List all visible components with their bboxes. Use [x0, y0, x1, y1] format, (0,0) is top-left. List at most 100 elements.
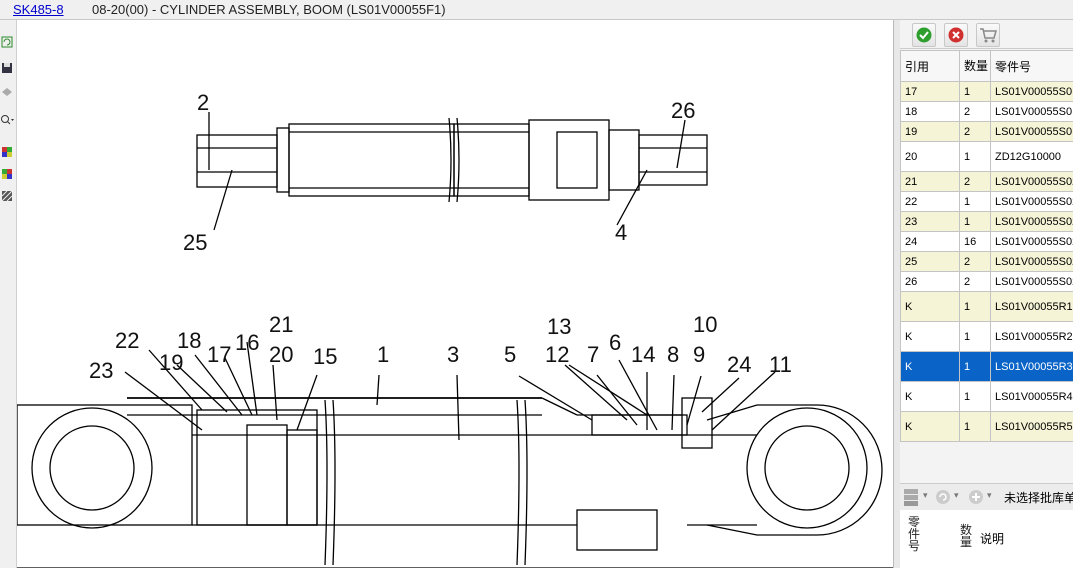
callout-5[interactable]: 5 — [504, 342, 516, 367]
cell-ref: K — [900, 381, 960, 412]
callout-23[interactable]: 23 — [89, 358, 113, 383]
callout-17[interactable]: 17 — [207, 342, 231, 367]
check-icon — [916, 27, 932, 43]
cell-qty: 1 — [959, 211, 991, 232]
pattern-icon[interactable] — [0, 188, 14, 204]
callout-26[interactable]: 26 — [671, 98, 695, 123]
left-eye — [31, 407, 153, 529]
callout-10[interactable]: 10 — [693, 312, 717, 337]
callout-1[interactable]: 1 — [377, 342, 389, 367]
cell-qty: 2 — [959, 171, 991, 192]
cancel-button[interactable] — [944, 23, 968, 47]
piston — [196, 409, 318, 526]
right-eye — [746, 407, 868, 529]
callout-8[interactable]: 8 — [667, 342, 679, 367]
color-grid-alt-icon[interactable] — [0, 166, 14, 182]
cylinder-tube-top — [288, 123, 455, 197]
callout-13[interactable]: 13 — [547, 314, 571, 339]
cell-part: LS01V00055S01 — [990, 101, 1073, 122]
zoom-icon[interactable] — [0, 112, 14, 128]
callout-4[interactable]: 4 — [615, 220, 627, 245]
chevron-down-icon[interactable]: ▾ — [923, 490, 928, 500]
cell-part: ZD12G10000 — [990, 141, 1073, 172]
cell-ref: 21 — [900, 171, 960, 192]
cell-part: LS01V00055S02 — [990, 211, 1073, 232]
parts-toolbar — [900, 20, 1073, 49]
callout-25[interactable]: 25 — [183, 230, 207, 255]
cell-qty: 2 — [959, 251, 991, 272]
cell-part: LS01V00055R30 — [990, 351, 1073, 382]
cell-ref: K — [900, 411, 960, 442]
order-toolbar: ▾ ▾ ▾ 未选择批库单 — [900, 483, 1073, 511]
add-circle-icon[interactable] — [968, 489, 984, 505]
callout-2[interactable]: 2 — [197, 90, 209, 115]
callout-6[interactable]: 6 — [609, 330, 621, 355]
column-header-qty[interactable]: 数量 — [959, 50, 991, 82]
chevron-down-icon[interactable]: ▾ — [987, 490, 992, 500]
callout-24[interactable]: 24 — [727, 352, 751, 377]
callout-9[interactable]: 9 — [693, 342, 705, 367]
cell-part: LS01V00055S01 — [990, 121, 1073, 142]
refresh-circle-icon[interactable] — [935, 489, 951, 505]
chevron-down-icon[interactable]: ▾ — [954, 490, 959, 500]
callout-12[interactable]: 12 — [545, 342, 569, 367]
add-to-cart-button[interactable] — [976, 23, 1000, 47]
cell-ref: 19 — [900, 121, 960, 142]
order-select[interactable]: 未选择批库单 — [1004, 491, 1073, 505]
parts-drawing[interactable]: 2 25 26 4 22 18 16 21 17 20 19 15 23 1 3… — [17, 20, 893, 568]
print-icon[interactable] — [0, 84, 14, 100]
cylinder-diagram[interactable]: 2 25 26 4 22 18 16 21 17 20 19 15 23 1 3… — [17, 20, 893, 568]
cancel-icon — [948, 27, 964, 43]
cell-part: LS01V00055S01 — [990, 81, 1073, 102]
column-header-description[interactable]: 说明 — [980, 532, 1005, 546]
callout-14[interactable]: 14 — [631, 342, 655, 367]
column-header-part[interactable]: 零件号 — [990, 50, 1073, 82]
callout-21[interactable]: 21 — [269, 312, 293, 337]
cell-ref: 20 — [900, 141, 960, 172]
cell-ref: K — [900, 321, 960, 352]
cell-qty: 2 — [959, 101, 991, 122]
column-header-ref[interactable]: 引用 — [900, 50, 960, 82]
server-icon[interactable] — [902, 487, 924, 507]
save-icon[interactable] — [0, 60, 14, 76]
cell-part: LS01V00055S02 — [990, 191, 1073, 212]
callout-16[interactable]: 16 — [235, 330, 259, 355]
cell-qty: 1 — [959, 81, 991, 102]
cell-ref: 26 — [900, 271, 960, 292]
callout-20[interactable]: 20 — [269, 342, 293, 367]
cell-qty: 1 — [959, 351, 991, 382]
cell-ref: 25 — [900, 251, 960, 272]
title-bar: SK485-8 08-20(00) - CYLINDER ASSEMBLY, B… — [0, 0, 1073, 20]
confirm-button[interactable] — [912, 23, 936, 47]
callout-3[interactable]: 3 — [447, 342, 459, 367]
column-header-quantity[interactable]: 数量 — [960, 523, 973, 549]
cell-part: LS01V00055S02 — [990, 251, 1073, 272]
callout-19[interactable]: 19 — [159, 350, 183, 375]
callout-7[interactable]: 7 — [587, 342, 599, 367]
callout-18[interactable]: 18 — [177, 328, 201, 353]
model-link[interactable]: SK485-8 — [13, 2, 64, 17]
color-grid-icon[interactable] — [0, 144, 14, 160]
cell-part: LS01V00055S02 — [990, 171, 1073, 192]
callout-22[interactable]: 22 — [115, 328, 139, 353]
callout-11[interactable]: 11 — [769, 352, 792, 377]
column-header-part-no[interactable]: 零件号 — [908, 515, 921, 553]
callout-15[interactable]: 15 — [313, 344, 337, 369]
cell-part: LS01V00055R40 — [990, 381, 1073, 412]
refresh-icon[interactable] — [0, 34, 14, 50]
